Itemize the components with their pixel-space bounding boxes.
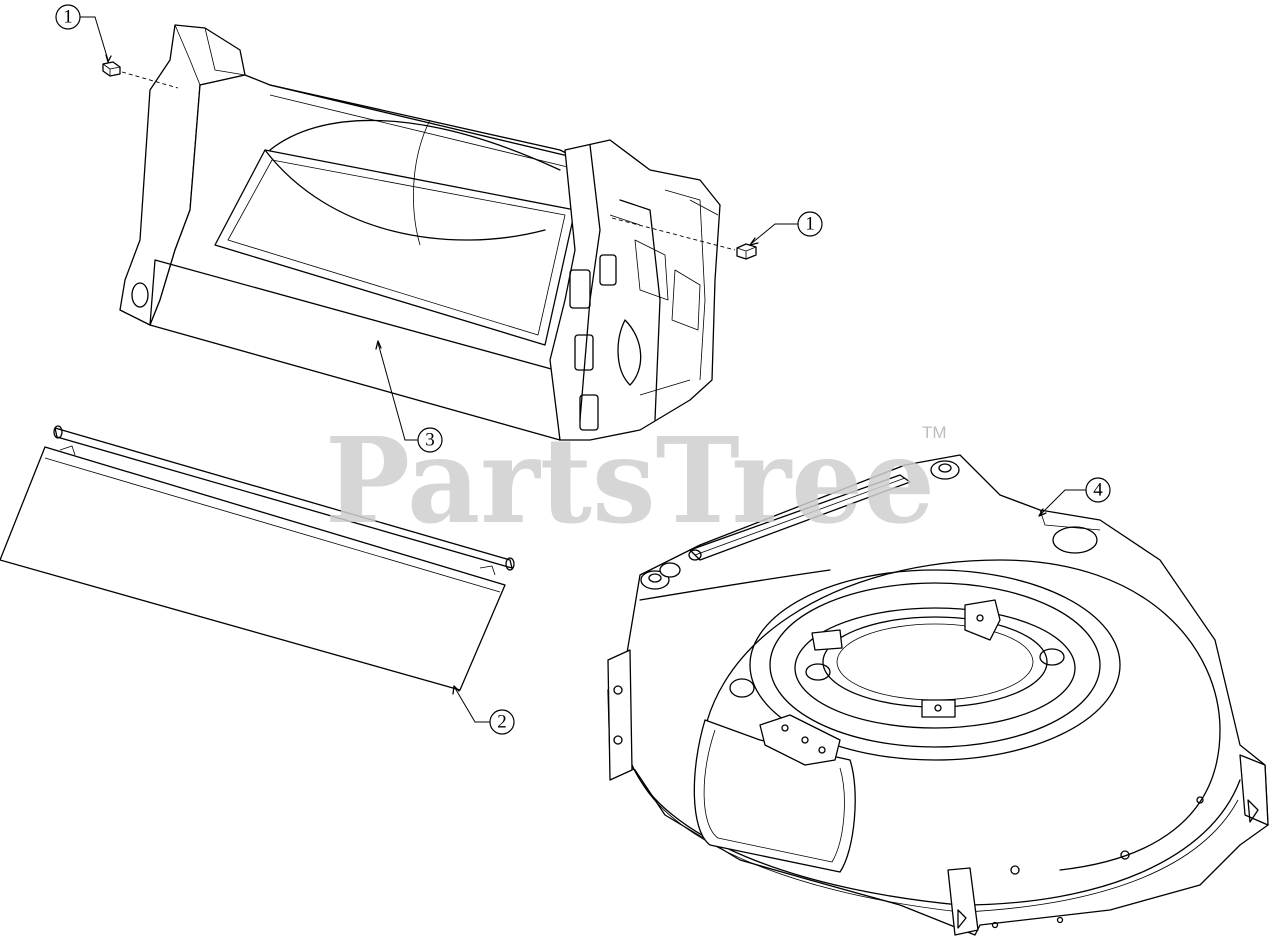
watermark-trademark: TM: [922, 423, 947, 442]
callout-3[interactable]: 3: [375, 340, 443, 453]
part-4-deck[interactable]: [607, 454, 1269, 936]
callout-2-label: 2: [497, 712, 507, 733]
watermark-text: PartsTree: [325, 411, 935, 550]
callout-1-right[interactable]: 1: [749, 211, 823, 246]
callout-4[interactable]: 4: [1038, 477, 1111, 517]
part-1-nut-left[interactable]: [102, 61, 179, 89]
callout-1-right-label: 1: [805, 214, 815, 235]
callout-1-left-label: 1: [63, 7, 73, 28]
watermark: PartsTree TM: [325, 411, 947, 550]
part-2-plate[interactable]: [0, 425, 515, 691]
callout-2[interactable]: 2: [452, 685, 515, 735]
callout-1-left[interactable]: 1: [55, 4, 112, 63]
part-1-nut-right[interactable]: [611, 217, 757, 260]
callout-3-label: 3: [425, 430, 435, 451]
callout-4-label: 4: [1093, 480, 1103, 501]
part-3-bag-frame[interactable]: [119, 24, 721, 441]
